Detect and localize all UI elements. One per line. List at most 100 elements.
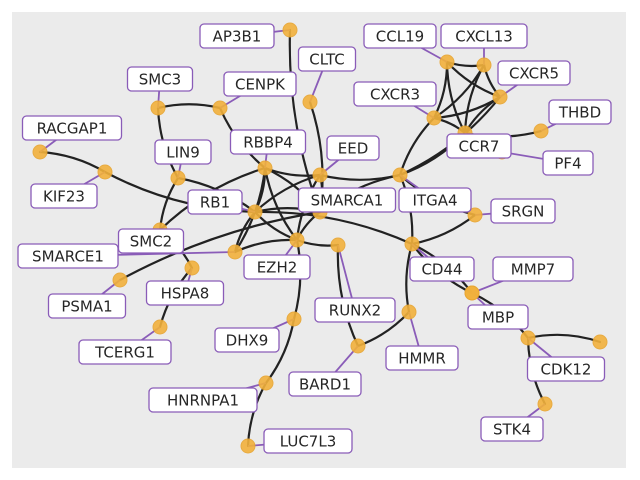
label-text: HSPA8 (161, 285, 210, 303)
label-text: SMARCE1 (32, 248, 104, 266)
label-text: SMC3 (139, 71, 181, 89)
edge-SMC3-CENPK (156, 103, 222, 110)
node-cxcl13 (476, 57, 492, 73)
edge-CXCL13-CCR7 (463, 63, 486, 135)
edge-SMARCA1-PSMA1 (118, 210, 322, 282)
label-box (409, 256, 475, 282)
label-box (440, 23, 528, 49)
label-text: BARD1 (299, 376, 351, 394)
node-runx2 (330, 237, 346, 253)
label-text: RACGAP1 (37, 120, 108, 138)
label-box (47, 293, 127, 319)
label-text: SRGN (502, 203, 545, 221)
node-hnrnpa1 (258, 375, 274, 391)
label-cdk12: CDK12 (526, 356, 606, 382)
label-text: HMMR (398, 350, 446, 368)
node-racgap1 (32, 144, 48, 160)
label-box (30, 183, 98, 209)
label-box (148, 387, 258, 413)
label-box (492, 256, 574, 282)
label-box (214, 327, 280, 353)
node-srgn (467, 207, 483, 223)
label-runx2: RUNX2 (314, 297, 396, 323)
label-text: CXCR3 (370, 86, 420, 104)
label-text: SMARCA1 (311, 192, 384, 210)
edge-SRGN-CD44 (410, 213, 477, 246)
label-luc7l3: LUC7L3 (263, 428, 353, 454)
node-luc7l3 (240, 438, 256, 454)
label-text: PF4 (554, 155, 581, 173)
label-text: DHX9 (226, 332, 269, 350)
label-smc2: SMC2 (117, 228, 185, 254)
label-text: RUNX2 (329, 302, 381, 320)
label-text: HNRNPA1 (167, 392, 239, 410)
label-cxcl13: CXCL13 (440, 23, 528, 49)
label-text: EZH2 (257, 259, 298, 277)
label-smarca1: SMARCA1 (297, 187, 397, 213)
node-dhx9 (286, 311, 302, 327)
node-cdk12 (520, 330, 536, 346)
label-box (17, 243, 119, 269)
label-text: CCR7 (459, 138, 500, 156)
label-box (117, 228, 185, 254)
label-cenpk: CENPK (223, 71, 297, 97)
label-rbbp4: RBBP4 (229, 129, 307, 155)
label-ccr7: CCR7 (446, 133, 512, 159)
label-smc3: SMC3 (126, 66, 194, 92)
label-text: CLTC (309, 51, 345, 69)
node-stk4 (537, 396, 553, 412)
label-box (263, 428, 353, 454)
label-text: THBD (558, 104, 601, 122)
label-eed: EED (326, 135, 380, 161)
edge-RB1-CD44 (253, 210, 414, 246)
label-box (288, 371, 362, 397)
label-box (490, 198, 556, 224)
label-hspa8: HSPA8 (145, 280, 225, 306)
label-mbp: MBP (467, 304, 529, 330)
label-cd44: CD44 (409, 256, 475, 282)
node-ccl19 (439, 54, 455, 70)
label-box (78, 339, 172, 365)
label-hmmr: HMMR (385, 345, 459, 371)
node-cltc (302, 94, 318, 110)
label-stk4: STK4 (480, 416, 544, 442)
label-itga4: ITGA4 (398, 187, 472, 213)
label-box (21, 115, 123, 141)
node-hmmr (401, 304, 417, 320)
label-text: CENPK (235, 76, 286, 94)
node-smc3 (150, 100, 166, 116)
label-box (526, 356, 606, 382)
node-ap3b1 (282, 22, 298, 38)
label-box (497, 60, 571, 86)
label-box (223, 71, 297, 97)
label-dhx9: DHX9 (214, 327, 280, 353)
label-box (548, 99, 612, 125)
label-box (243, 254, 311, 280)
label-kif23: KIF23 (30, 183, 98, 209)
label-text: RB1 (200, 194, 230, 212)
edge-RBBP4-EZH2 (263, 166, 299, 242)
node-kif23 (97, 164, 113, 180)
label-text: SMC2 (130, 233, 172, 251)
label-text: MBP (482, 309, 514, 327)
label-cxcr5: CXCR5 (497, 60, 571, 86)
label-bard1: BARD1 (288, 371, 362, 397)
node-hspa8 (184, 260, 200, 276)
label-ezh2: EZH2 (243, 254, 311, 280)
edge-RB1-EZH2 (253, 210, 299, 242)
label-tcerg1: TCERG1 (78, 339, 172, 365)
label-box (446, 133, 512, 159)
label-text: KIF23 (43, 188, 85, 206)
edge-RUNX2-BARD1 (336, 243, 360, 348)
label-box (398, 187, 472, 213)
edge-RACGAP1-KIF23 (38, 150, 107, 174)
node-thbd (533, 123, 549, 139)
node-cd44 (404, 236, 420, 252)
node-cxcr5 (492, 89, 508, 105)
label-mmp7: MMP7 (492, 256, 574, 282)
label-box (126, 66, 194, 92)
label-text: CDK12 (541, 361, 592, 379)
label-rb1: RB1 (187, 189, 243, 215)
label-cltc: CLTC (297, 46, 357, 72)
